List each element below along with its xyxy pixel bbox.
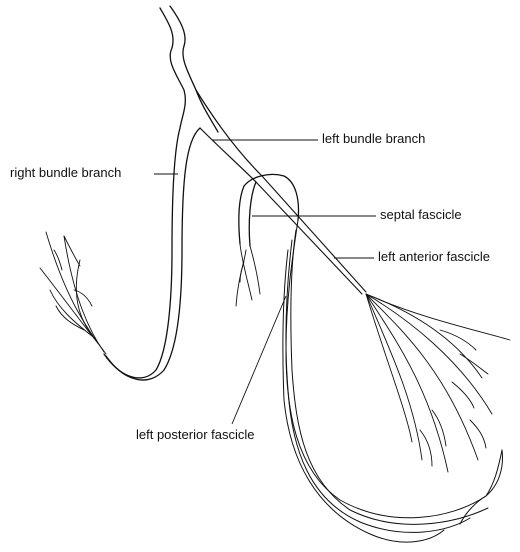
bifurcation-loop xyxy=(243,173,300,221)
label-right-bundle-branch: right bundle branch xyxy=(10,165,122,180)
right-bundle-branch-inner xyxy=(105,127,201,381)
his-bundle-trunk-right-edge xyxy=(169,5,219,133)
left-posterior-fascicle-loops xyxy=(282,219,503,543)
right-bundle-branch-outer xyxy=(103,127,181,379)
label-left-bundle-branch: left bundle branch xyxy=(322,131,426,146)
septal-fascicle-left-edge xyxy=(238,185,245,245)
label-left-anterior-fascicle: left anterior fascicle xyxy=(378,249,490,264)
left-bundle-branch-upper-edge xyxy=(195,89,263,177)
left-bundle-branch-lower-edge xyxy=(199,127,257,183)
label-left-posterior-fascicle: left posterior fascicle xyxy=(136,427,255,442)
his-bundle-trunk-left-edge xyxy=(159,7,186,129)
label-septal-fascicle: septal fascicle xyxy=(380,207,462,222)
septal-fascicle-terminal-branches xyxy=(235,243,261,307)
left-anterior-fan-branches xyxy=(365,293,511,473)
left-anterior-fascicle-line-2 xyxy=(255,181,363,295)
septal-fascicle-right-edge xyxy=(248,181,257,247)
left-anterior-fascicle-line xyxy=(261,175,367,293)
right-bundle-terminal-branches xyxy=(39,231,107,355)
leader-left-posterior-fascicle xyxy=(231,295,287,425)
